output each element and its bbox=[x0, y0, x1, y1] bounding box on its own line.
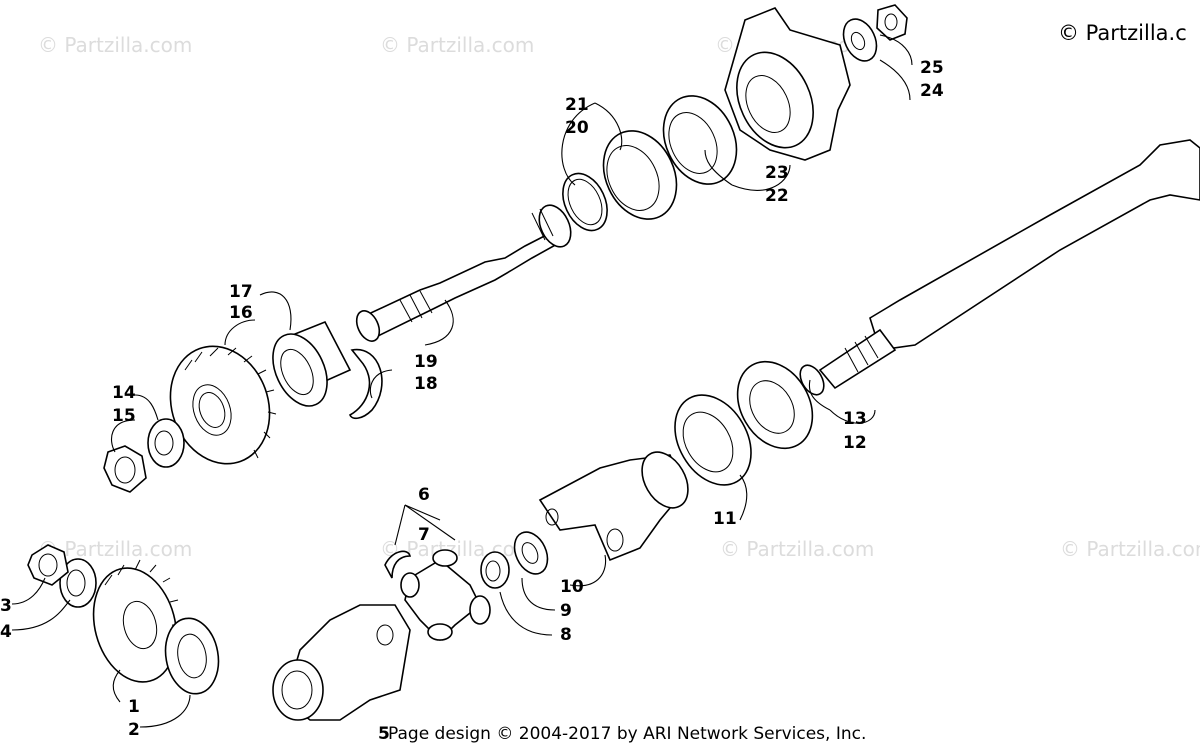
bushing-part bbox=[480, 551, 510, 589]
callout-4[interactable]: 4 bbox=[0, 622, 12, 642]
callout-5[interactable]: 5 bbox=[378, 724, 390, 744]
callout-24[interactable]: 24 bbox=[920, 81, 944, 101]
washer-part bbox=[59, 558, 97, 608]
watermark: © Partzilla.com bbox=[380, 33, 534, 57]
nut-part bbox=[876, 4, 908, 41]
seal-part bbox=[674, 394, 752, 486]
callout-19[interactable]: 19 bbox=[414, 352, 438, 372]
leader-lines bbox=[11, 34, 913, 728]
watermark: © Partzilla.com bbox=[1060, 537, 1200, 561]
callout-25[interactable]: 25 bbox=[920, 58, 944, 78]
yoke-part bbox=[272, 604, 411, 721]
washer-part bbox=[147, 418, 185, 468]
u-joint-cross-part bbox=[400, 549, 491, 642]
washer-part bbox=[842, 18, 878, 62]
callout-21[interactable]: 21 bbox=[565, 95, 589, 115]
callout-6[interactable]: 6 bbox=[418, 485, 430, 505]
washer-part bbox=[513, 531, 549, 575]
hub-part bbox=[724, 7, 851, 161]
callout-12[interactable]: 12 bbox=[843, 433, 867, 453]
callout-20[interactable]: 20 bbox=[565, 118, 589, 138]
c-clip-part bbox=[348, 348, 383, 420]
callout-1[interactable]: 1 bbox=[128, 697, 140, 717]
seal-part bbox=[662, 95, 738, 185]
watermark: © Partzilla.com bbox=[38, 33, 192, 57]
callout-7[interactable]: 7 bbox=[418, 525, 430, 545]
nut-part bbox=[103, 445, 147, 493]
copyright-text: © Partzilla.c bbox=[1058, 21, 1187, 45]
nut-part bbox=[27, 544, 69, 586]
callout-15[interactable]: 15 bbox=[112, 406, 136, 426]
callout-13[interactable]: 13 bbox=[843, 409, 867, 429]
footer-text: Page design © 2004-2017 by ARI Network S… bbox=[388, 724, 866, 744]
clip-part bbox=[384, 550, 412, 579]
snap-ring-part bbox=[562, 172, 608, 232]
callouts: 1 2 3 4 5 6 7 8 9 10 11 12 13 14 15 16 1… bbox=[0, 58, 944, 744]
callout-18[interactable]: 18 bbox=[414, 374, 438, 394]
watermark: © Partzilla.com bbox=[720, 537, 874, 561]
gear-part bbox=[92, 559, 181, 683]
callout-17[interactable]: 17 bbox=[229, 282, 253, 302]
callout-10[interactable]: 10 bbox=[560, 577, 584, 597]
callout-11[interactable]: 11 bbox=[713, 509, 737, 529]
washer-part bbox=[164, 617, 220, 695]
bearing-sleeve-part bbox=[272, 320, 352, 407]
bearing-part bbox=[736, 360, 814, 450]
callout-23[interactable]: 23 bbox=[765, 163, 789, 183]
callout-8[interactable]: 8 bbox=[560, 625, 572, 645]
yoke-part bbox=[538, 451, 689, 562]
axle-shaft bbox=[799, 139, 1200, 396]
callout-16[interactable]: 16 bbox=[229, 303, 253, 323]
callout-22[interactable]: 22 bbox=[765, 186, 789, 206]
callout-3[interactable]: 3 bbox=[0, 596, 12, 616]
callout-14[interactable]: 14 bbox=[112, 383, 136, 403]
upper-shaft bbox=[355, 204, 572, 342]
callout-9[interactable]: 9 bbox=[560, 601, 572, 621]
callout-2[interactable]: 2 bbox=[128, 720, 140, 740]
